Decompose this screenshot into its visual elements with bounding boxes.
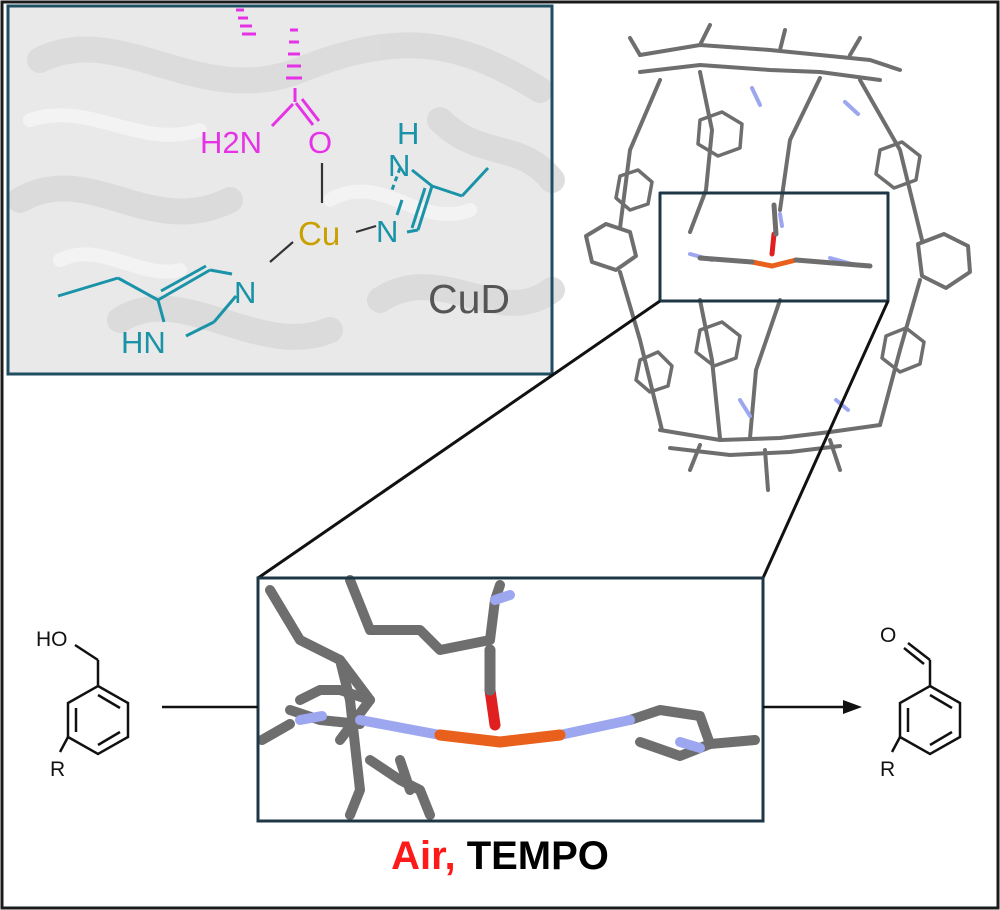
cage-right-ring: [916, 232, 972, 290]
cage-struts: [618, 70, 924, 440]
arrow-head: [843, 700, 862, 714]
zoom-sticks-nitrogen: [295, 590, 705, 753]
bond-c-n: [270, 102, 295, 128]
zoom-metal-center: [434, 644, 566, 748]
zoom-line-left: [257, 299, 661, 580]
reaction-conditions: Air, TEMPO: [0, 832, 1000, 880]
product-r-label: R: [880, 758, 895, 781]
amide-label: H2N: [200, 125, 262, 160]
cage-zoom-box: [658, 191, 890, 303]
protein-ribbon-backdrop: [7, 32, 565, 350]
hashed-bond: [236, 8, 256, 36]
bond-c-o-1: [294, 102, 315, 126]
his-upper-nh-h: H: [397, 116, 419, 151]
amide-oxygen-label: O: [308, 125, 332, 160]
his-upper-n2: N: [376, 214, 398, 249]
cage-phenyl-rings: [614, 110, 926, 394]
his-lower-nh: HN: [121, 325, 166, 360]
product-o-label: O: [880, 624, 896, 647]
zoom-line-right: [761, 300, 890, 579]
protein-ribbon-backdrop-light: [23, 108, 477, 279]
bond-c-o-2: [300, 98, 321, 122]
inset-border: [6, 4, 554, 376]
product-benzaldehyde: [890, 642, 962, 756]
his-upper-n1: N: [388, 148, 410, 183]
zoom-panel-background: [258, 578, 763, 821]
hashed-bond-2: [286, 28, 302, 80]
his-lower-n: N: [234, 275, 256, 310]
cage-metal-site: [697, 202, 873, 269]
cage-bottom-platform: [658, 423, 882, 492]
histidine-upper: [390, 166, 490, 234]
reactant-r-label: R: [50, 758, 65, 781]
histidine-lower: [57, 264, 238, 338]
cu-d-site-inset: H2N O Cu H N N: [6, 4, 565, 376]
zoom-panel-border: [256, 576, 765, 823]
bond-cu-n-lower: [269, 241, 294, 263]
conditions-tempo: TEMPO: [466, 834, 609, 878]
conditions-air: Air,: [391, 834, 456, 878]
cage-left-ring: [584, 222, 638, 272]
reactant-oh-label: HO: [36, 628, 68, 651]
copper-label: Cu: [298, 215, 340, 252]
cage-structure: [584, 23, 972, 492]
bond-cu-n-upper: [355, 224, 377, 234]
asparagine-ligand: H2N O: [200, 8, 332, 160]
cage-top-platform: [628, 23, 902, 82]
reactant-benzyl-alcohol: [58, 643, 130, 756]
zoom-panel: [256, 575, 765, 823]
site-label: CuD: [428, 276, 510, 322]
